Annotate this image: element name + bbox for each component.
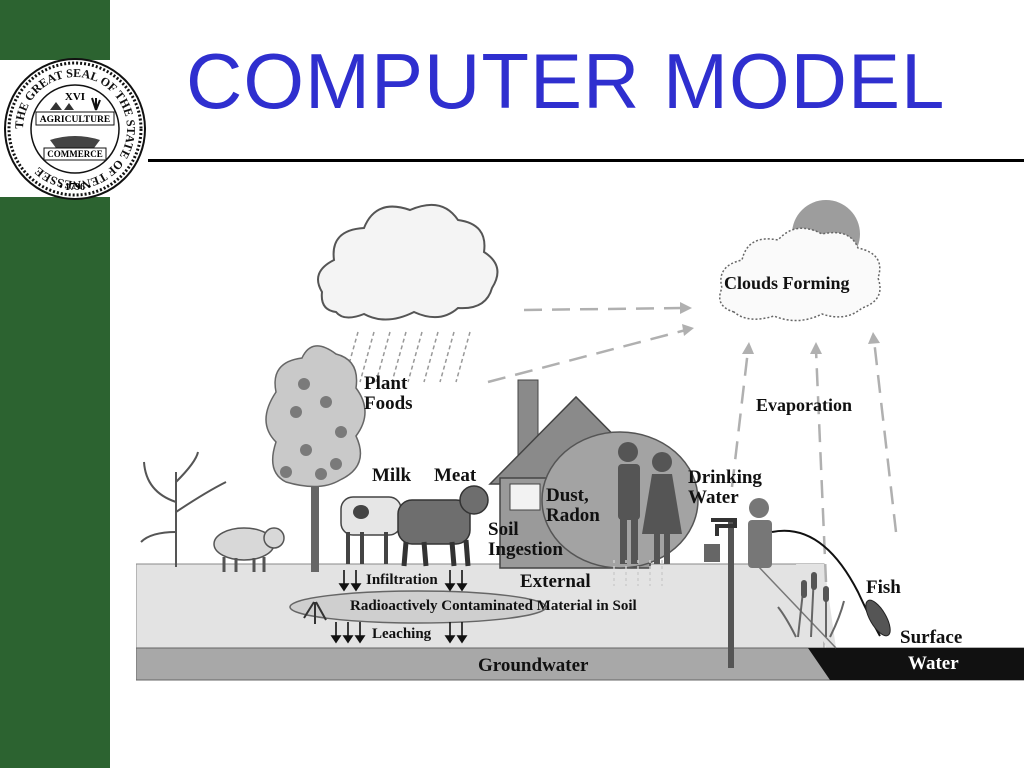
label-water: Water <box>908 653 959 674</box>
fish-icon <box>865 599 891 637</box>
tennessee-seal: THE GREAT SEAL OF THE STATE OF TENNESSEE… <box>4 58 146 200</box>
wheat-icon <box>50 102 74 110</box>
sidebar-bar-top <box>0 0 110 60</box>
seal-top-word: AGRICULTURE <box>40 115 110 125</box>
cloud-forming-icon <box>719 227 881 322</box>
label-external: External <box>520 571 591 592</box>
corn-plant-icon <box>140 451 227 567</box>
plant-icon <box>91 97 101 111</box>
fruit-tree-icon <box>265 345 366 624</box>
bull-icon <box>397 485 489 567</box>
pig-icon <box>213 527 285 572</box>
seal-numeral: XVI <box>65 91 85 103</box>
infiltration-arrows <box>338 570 468 592</box>
label-dust-radon: Dust,Radon <box>546 485 600 526</box>
rain-cloud-icon <box>317 203 499 383</box>
label-milk: Milk <box>372 465 412 486</box>
label-leaching: Leaching <box>372 626 432 642</box>
water-well-icon <box>704 518 737 668</box>
label-clouds-forming: Clouds Forming <box>724 273 850 293</box>
leaching-arrows <box>330 622 468 644</box>
label-contaminated-soil: Radioactively Contaminated Material in S… <box>350 598 637 614</box>
seal-bottom-word: COMMERCE <box>47 149 103 159</box>
external-radiation-icon <box>613 560 663 586</box>
boat-icon <box>50 136 100 148</box>
surface-water-body <box>808 648 1024 680</box>
label-fish: Fish <box>866 577 901 598</box>
sidebar-bar-bottom <box>0 197 110 768</box>
person-woman-icon <box>642 452 682 564</box>
seal-year: • 1796 • <box>59 182 92 193</box>
page-title: COMPUTER MODEL <box>186 37 946 125</box>
title-divider <box>148 159 1024 162</box>
label-evaporation: Evaporation <box>756 395 853 415</box>
contaminated-soil-ellipse <box>289 590 547 624</box>
cow-icon <box>340 496 402 564</box>
label-infiltration: Infiltration <box>366 572 438 588</box>
label-surface: Surface <box>900 627 963 648</box>
person-man-icon <box>618 442 640 564</box>
label-meat: Meat <box>434 465 477 486</box>
person-drinking-icon <box>748 498 772 568</box>
label-groundwater: Groundwater <box>478 655 589 676</box>
